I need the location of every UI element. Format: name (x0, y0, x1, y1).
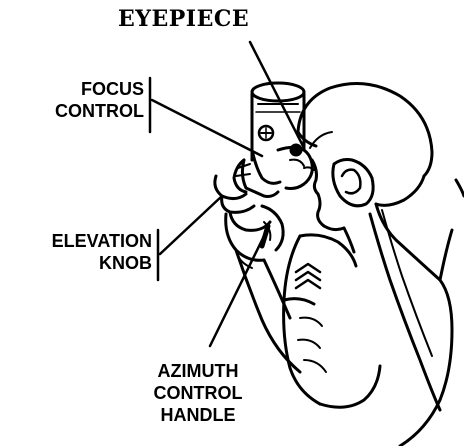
elevation-label-line1: ELEVATION (4, 230, 152, 252)
elevation-knob-label: ELEVATION KNOB (4, 230, 152, 274)
focus-control-label: FOCUS CONTROL (40, 78, 144, 122)
azimuth-label-line2: CONTROL (136, 382, 260, 404)
azimuth-label-line1: AZIMUTH (136, 360, 260, 382)
torso (284, 180, 464, 446)
azimuth-leader-line (210, 232, 266, 346)
helmet (298, 84, 432, 206)
azimuth-control-handle-label: AZIMUTH CONTROL HANDLE (136, 360, 260, 426)
elevation-leader-line (160, 196, 222, 254)
eyepiece-label: EYEPIECE (118, 6, 249, 32)
elevation-label-line2: KNOB (4, 252, 152, 274)
focus-leader-line (152, 100, 262, 156)
instrument-body (234, 145, 312, 197)
focus-label-line1: FOCUS (40, 78, 144, 100)
azimuth-label-line3: HANDLE (136, 404, 260, 426)
focus-label-line2: CONTROL (40, 100, 144, 122)
